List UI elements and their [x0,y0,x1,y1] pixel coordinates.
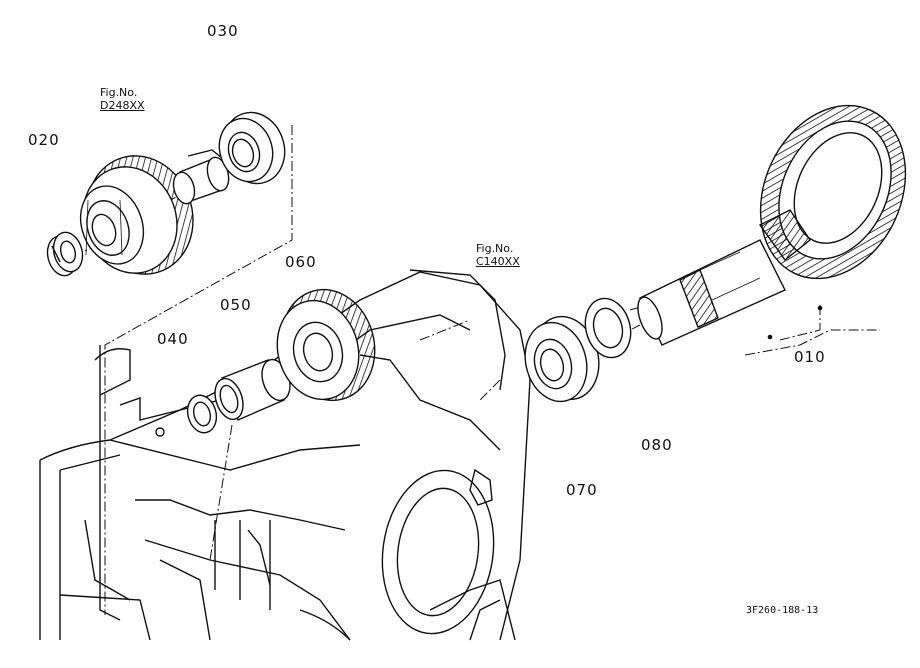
part-label-070[interactable]: 070 [566,481,598,499]
part-label-080[interactable]: 080 [641,436,673,454]
part-030-bearing [211,104,293,191]
part-label-050[interactable]: 050 [220,296,252,314]
fig-ref-label: Fig.No. [100,86,138,99]
bushing [170,150,232,206]
part-label-030[interactable]: 030 [207,22,239,40]
part-040-collar [184,392,221,436]
part-050-sleeve [210,356,295,423]
part-080-shim [579,293,637,362]
fig-ref-number[interactable]: C140XX [476,255,520,268]
part-020-nut [43,229,86,279]
part-label-010[interactable]: 010 [794,348,826,366]
part-label-060[interactable]: 060 [285,253,317,271]
gear-d248xx [68,141,209,289]
part-060-gear [266,279,387,411]
part-label-020[interactable]: 020 [28,131,60,149]
fig-ref-c140xx[interactable]: Fig.No. C140XX [476,242,520,268]
part-label-040[interactable]: 040 [157,330,189,348]
fig-ref-d248xx[interactable]: Fig.No. D248XX [100,86,145,112]
fig-ref-label: Fig.No. [476,242,514,255]
fig-ref-number[interactable]: D248XX [100,99,145,112]
part-010-bevel-gear-set [633,82,920,345]
drawing-code: 3F260-188-13 [746,605,819,616]
